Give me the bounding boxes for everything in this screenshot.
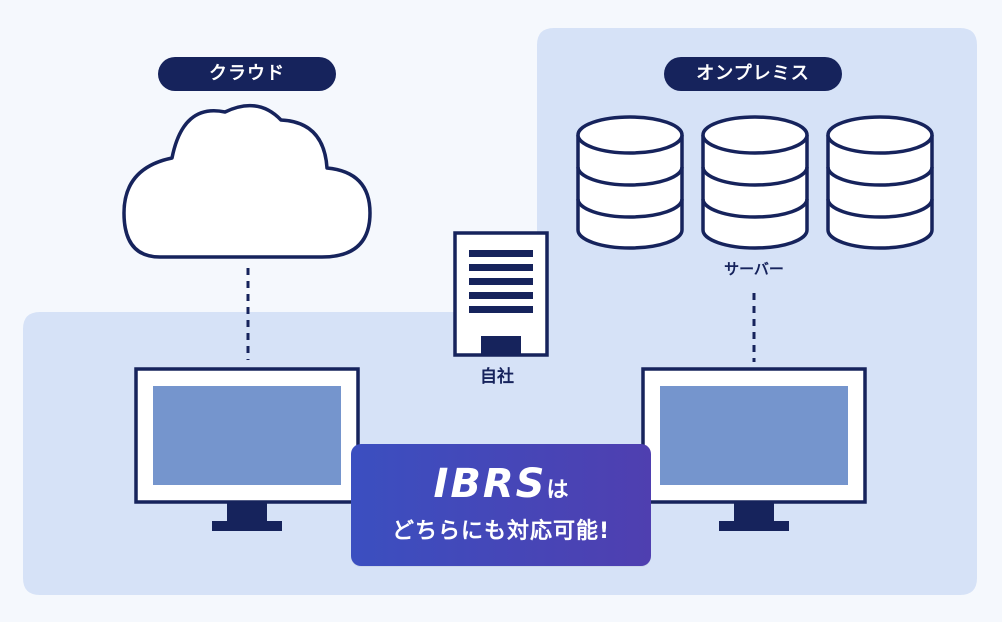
brand-name: IBRS [433,461,547,507]
support-callout: IBRSは どちらにも対応可能! [351,444,651,566]
callout-heading: IBRSは [351,462,651,513]
cloud-label: クラウド [158,57,336,91]
server-label: サーバー [724,260,784,278]
callout-particle: は [546,478,569,503]
building-icon [453,231,549,357]
database-icon-2 [701,115,809,250]
monitor-icon-left [134,367,360,531]
cloud-icon [122,103,372,259]
database-icon-1 [576,115,684,250]
inhouse-label: 自社 [480,367,514,387]
onprem-label: オンプレミス [664,57,842,91]
database-icon-3 [826,115,934,250]
monitor-icon-right [641,367,867,531]
callout-message: どちらにも対応可能! [391,519,611,544]
